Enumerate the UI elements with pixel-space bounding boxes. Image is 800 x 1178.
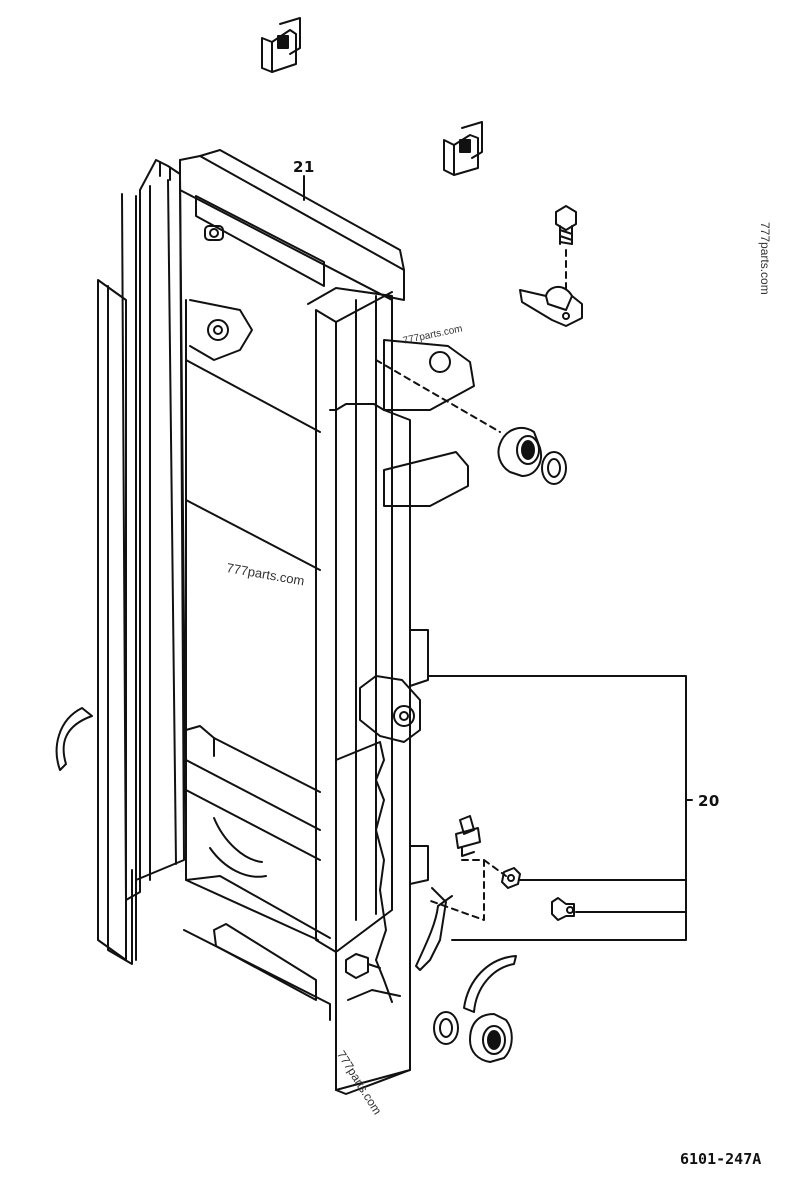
- grease-fitting: [456, 816, 480, 856]
- watermark-top-right: 777parts.com: [758, 222, 772, 295]
- dash-line-upper: [376, 360, 500, 432]
- clip-bracket-upper: [262, 18, 300, 72]
- curved-shim-left: [57, 708, 92, 770]
- leader-bracket-20: [428, 676, 692, 940]
- drawing-code: 6101-247A: [680, 1150, 762, 1168]
- callout-20: 20: [698, 792, 720, 810]
- bearing-lower: [470, 1014, 512, 1062]
- small-bolt: [552, 898, 574, 920]
- clip-bracket-lower: [444, 122, 482, 175]
- curved-shim-right: [464, 956, 516, 1012]
- bolt-and-clamp: [520, 206, 582, 326]
- mast-frame: [98, 150, 474, 1094]
- washer-lower: [434, 1012, 458, 1044]
- callout-21: 21: [293, 158, 315, 176]
- washer-upper: [542, 452, 566, 484]
- dash-line-lower: [428, 860, 484, 920]
- hex-nut: [502, 868, 520, 888]
- dash-line-fitting: [484, 860, 506, 876]
- bearing-upper: [498, 428, 541, 476]
- roller-shoe: [416, 888, 452, 970]
